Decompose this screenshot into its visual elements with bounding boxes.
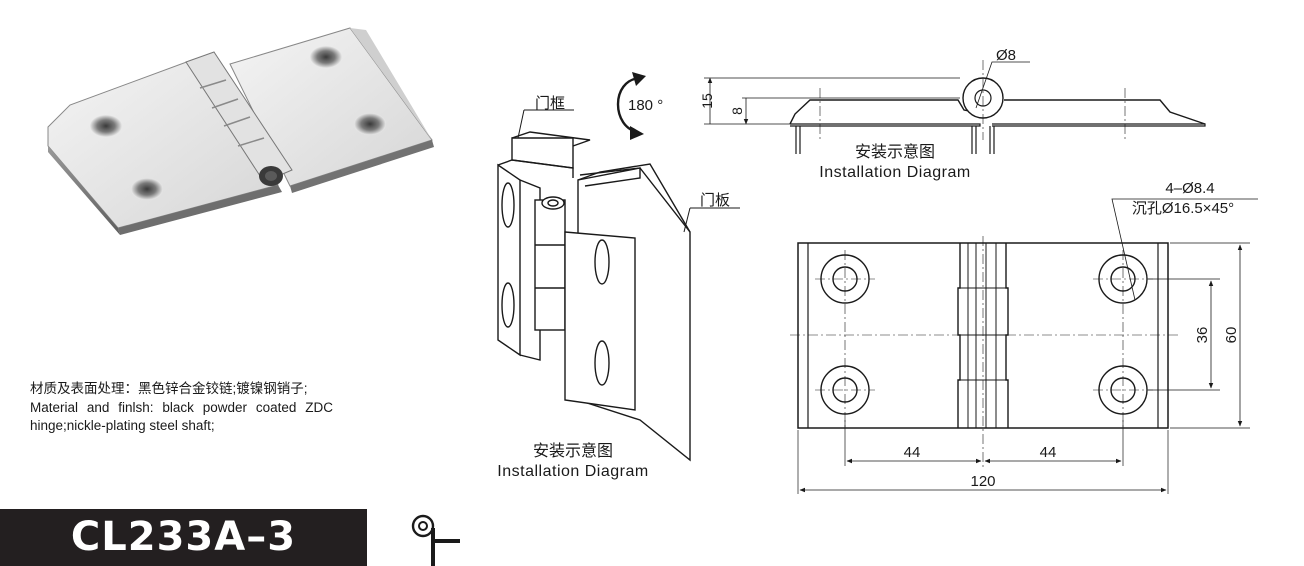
dim-60-label: 60 [1223, 327, 1240, 344]
material-description: 材质及表面处理：黑色锌合金铰链;镀镍钢销子; Material and finl… [30, 380, 333, 436]
side-caption-en: Installation Diagram [819, 164, 970, 181]
model-number: CL233A–3 [0, 509, 367, 566]
pin-diameter-label: Ø8 [996, 47, 1016, 64]
dim-44-left-label: 44 [904, 444, 921, 461]
rotation-label: 180 ° [628, 97, 663, 114]
dim-8-label: 8 [729, 107, 745, 115]
front-view-drawing [790, 198, 1258, 494]
dim-36-label: 36 [1194, 327, 1211, 344]
perspective-caption-en: Installation Diagram [497, 463, 648, 480]
dim-15-label: 15 [699, 93, 715, 109]
perspective-installation-diagram [497, 72, 740, 462]
hinge-product-render [47, 27, 434, 235]
material-en: Material and finlsh: black powder coated… [30, 399, 333, 434]
dim-44-right-label: 44 [1040, 444, 1057, 461]
countersink-spec-label: 沉孔Ø16.5×45° [1132, 200, 1234, 217]
dim-120-label: 120 [970, 473, 995, 490]
side-caption-cn: 安装示意图 [855, 142, 935, 161]
holes-spec-label: 4–Ø8.4 [1165, 180, 1214, 197]
perspective-caption-cn: 安装示意图 [533, 441, 613, 460]
door-panel-label: 门板 [700, 191, 730, 209]
hinge-symbol-icon [411, 514, 460, 566]
door-frame-label: 门框 [535, 95, 565, 112]
side-view-drawing [704, 60, 1206, 154]
material-cn: 材质及表面处理：黑色锌合金铰链;镀镍钢销子; [30, 381, 308, 396]
